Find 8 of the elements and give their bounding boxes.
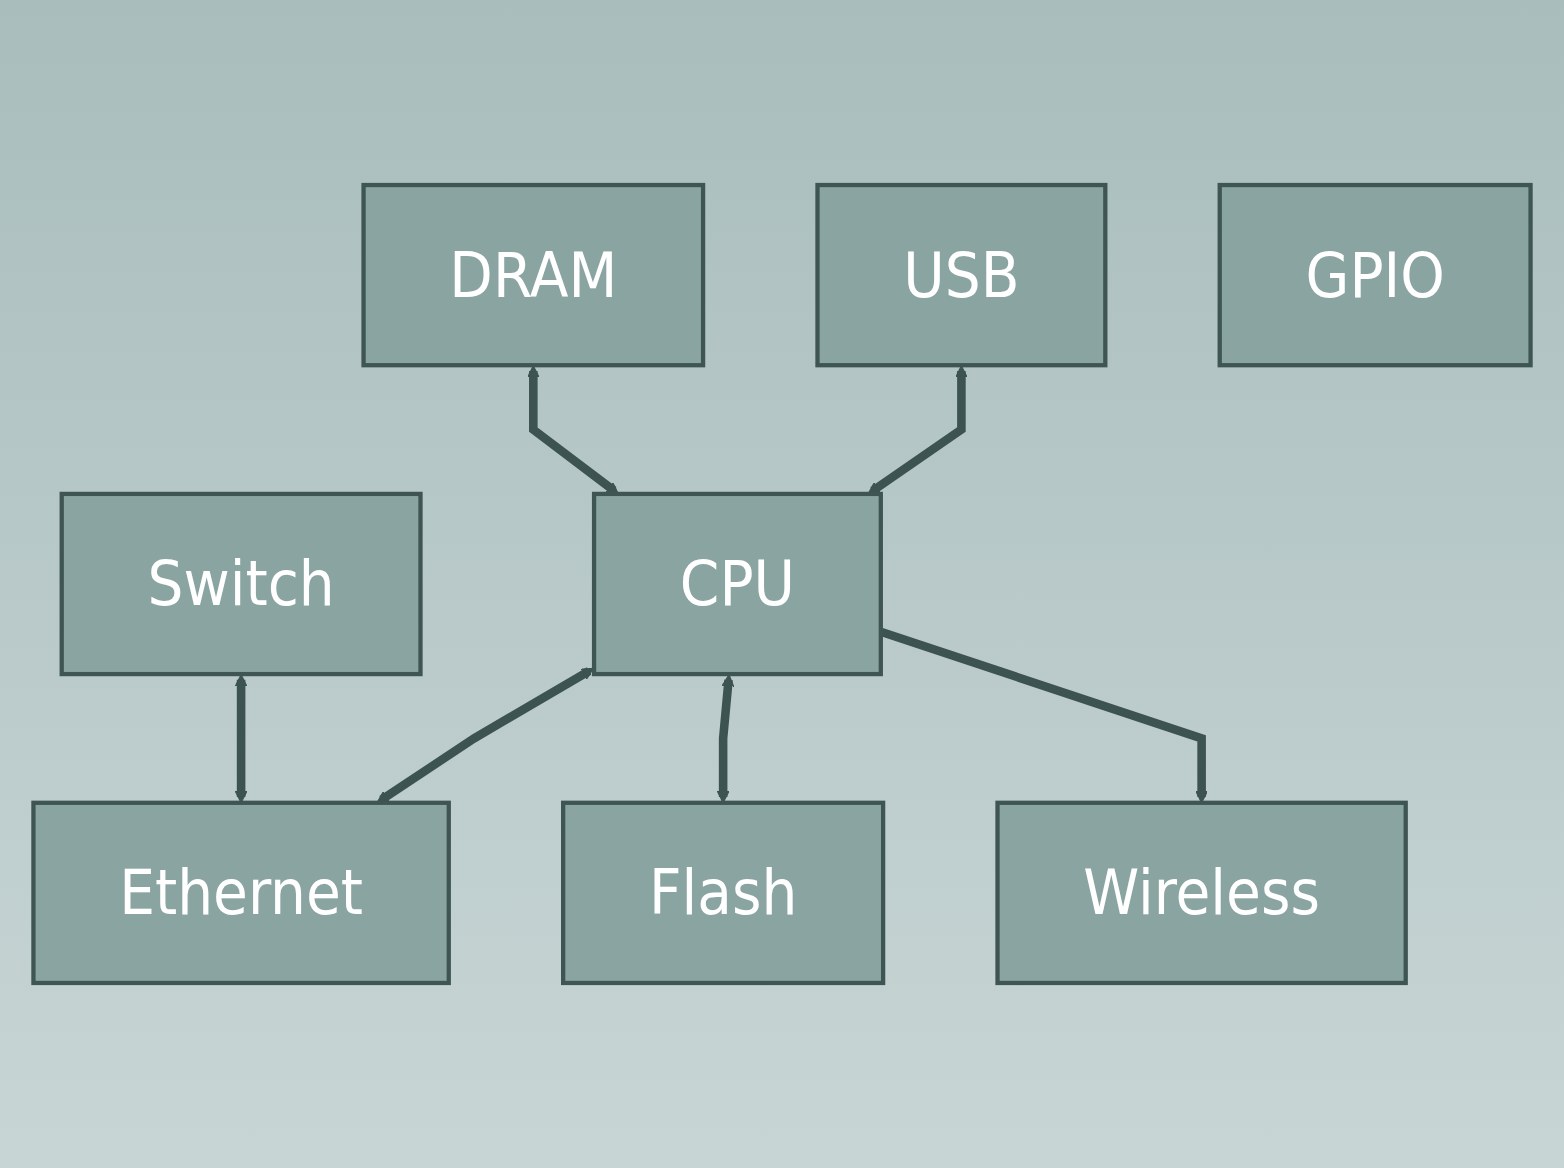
- node-box: Switch: [59, 491, 423, 677]
- node-box: USB: [815, 182, 1108, 368]
- node-box: Ethernet: [31, 800, 451, 986]
- node-box: Flash: [561, 800, 886, 986]
- node-box: DRAM: [361, 182, 706, 368]
- node-box: GPIO: [1217, 182, 1533, 368]
- node-box: Wireless: [995, 800, 1408, 986]
- node-box: CPU: [591, 491, 883, 677]
